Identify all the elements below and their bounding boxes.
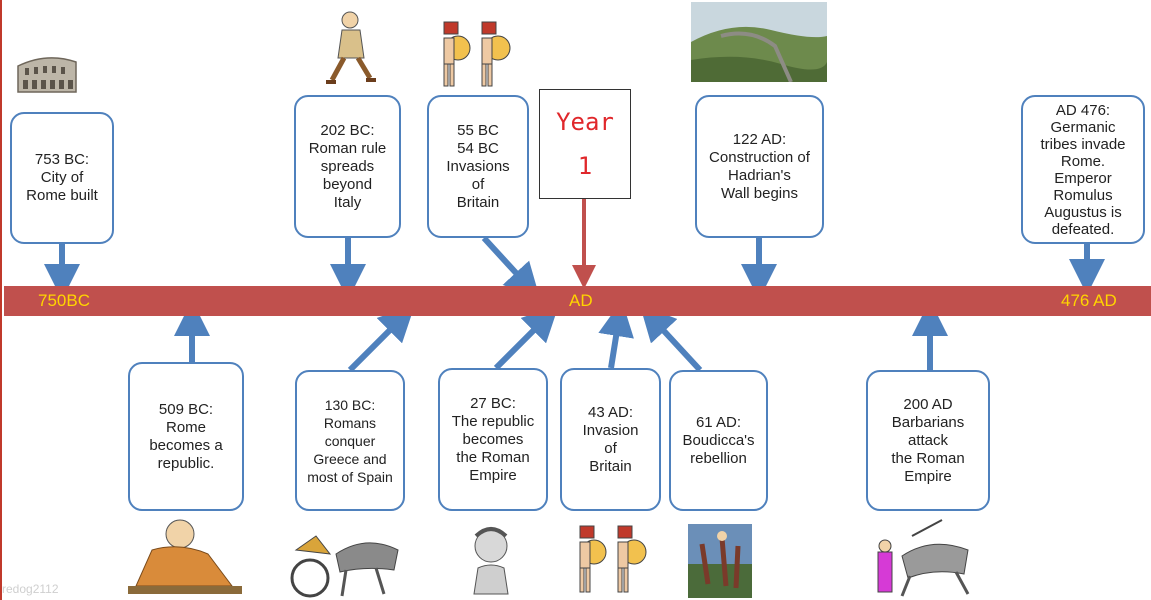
chariot-picture: [290, 535, 399, 598]
hadrians-wall-picture: [691, 2, 827, 82]
boudicca-battle-picture: [688, 524, 752, 598]
event-box-invasion-britain: 43 AD: Invasion of Britain: [560, 368, 661, 511]
timeline-band: [4, 286, 1151, 316]
year-1-box: Year 1: [539, 89, 631, 199]
event-box-rome-spreads: 202 BC: Roman rule spreads beyond Italy: [294, 95, 401, 238]
colosseum-picture: [17, 57, 77, 93]
roman-soldiers-top-picture: [443, 21, 511, 87]
event-box-rome-built: 753 BC: City of Rome built: [10, 112, 114, 244]
arrow-roman-empire: [493, 305, 559, 371]
walking-roman-picture: [326, 11, 376, 84]
event-box-germanic-tribes: AD 476: Germanic tribes invade Rome. Emp…: [1021, 95, 1145, 244]
band-label-end: 476 AD: [1061, 291, 1117, 310]
event-box-roman-empire: 27 BC: The republic becomes the Roman Em…: [438, 368, 548, 511]
barbarian-attack-picture: [877, 519, 970, 597]
arrow-boudicca: [639, 304, 703, 373]
arrow-greece-spain: [347, 305, 415, 373]
event-box-republic: 509 BC: Rome becomes a republic.: [128, 362, 244, 511]
event-box-britain-invasions: 55 BC 54 BC Invasions of Britain: [427, 95, 529, 238]
year-box-label: Year: [556, 108, 614, 136]
arrow-invasion-britain: [598, 300, 634, 369]
event-box-boudicca: 61 AD: Boudicca's rebellion: [669, 370, 768, 511]
event-box-hadrians-wall: 122 AD: Construction of Hadrian's Wall b…: [695, 95, 824, 238]
band-label-ad: AD: [569, 291, 593, 310]
left-border: [0, 0, 2, 600]
watermark-text: redog2112: [2, 582, 59, 596]
seated-senator-picture: [128, 519, 242, 594]
event-box-greece-spain: 130 BC: Romans conquer Greece and most o…: [295, 370, 405, 511]
arrow-britain-invasions: [481, 235, 541, 300]
event-box-barbarians: 200 AD Barbarians attack the Roman Empir…: [866, 370, 990, 511]
roman-soldiers-bottom-picture: [579, 525, 647, 593]
year-box-number: 1: [577, 152, 593, 180]
emperor-bust-picture: [473, 527, 509, 595]
band-label-start: 750BC: [38, 291, 90, 310]
